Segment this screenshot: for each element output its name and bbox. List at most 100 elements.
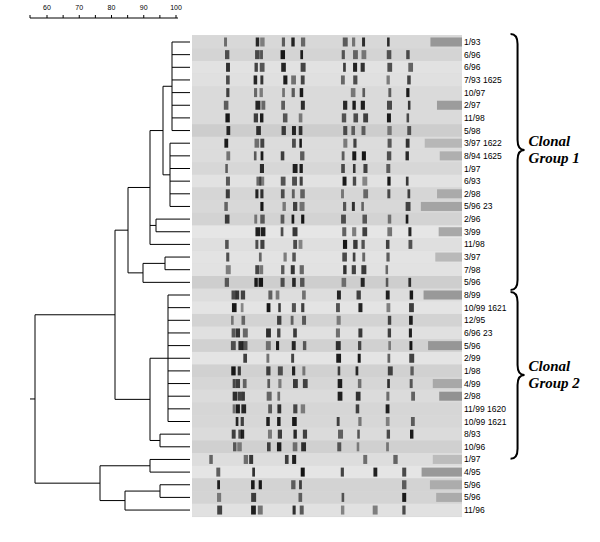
gel-band (336, 341, 341, 350)
gel-band (356, 392, 361, 401)
gel-band (224, 139, 228, 148)
dendrogram-branch (143, 282, 190, 283)
dendrogram-branch (156, 219, 190, 220)
gel-band (299, 113, 303, 122)
gel-band (393, 455, 397, 464)
gel-band (300, 202, 305, 211)
dendrogram-branch (150, 244, 190, 245)
gel-lane (192, 162, 462, 175)
gel-band (255, 101, 260, 110)
dendrogram-branch (172, 54, 190, 55)
gel-band (301, 303, 304, 312)
gel-band (338, 366, 341, 375)
gel-band (226, 88, 229, 97)
dendrogram-branch (172, 105, 190, 106)
gel-band (341, 506, 344, 515)
gel-band (261, 101, 265, 110)
gel-band (343, 240, 347, 249)
gel-band (300, 278, 304, 287)
gel-band (261, 151, 264, 160)
gel-band (358, 303, 362, 312)
gel-band (292, 278, 296, 287)
gel-band (353, 50, 358, 59)
dendrogram-branch (35, 483, 100, 484)
gel-band (357, 442, 360, 451)
gel-band (254, 75, 258, 84)
gel-band (268, 430, 272, 439)
dendrogram-branch (168, 320, 190, 321)
gel-smear (439, 392, 462, 401)
gel-band (266, 417, 269, 426)
gel-lane (192, 48, 462, 61)
gel-band (251, 506, 256, 515)
gel-band (353, 139, 356, 148)
gel-band (337, 442, 341, 451)
gel-band (301, 38, 305, 47)
dendrogram-branch (156, 231, 190, 232)
gel-band (291, 75, 296, 84)
gel-band (251, 480, 255, 489)
gel-band (386, 240, 390, 249)
gel-band (337, 291, 341, 300)
gel-band (259, 177, 264, 186)
dendrogram-branch (125, 510, 190, 511)
gel-image (192, 35, 462, 517)
dendrogram-branch (170, 155, 190, 156)
gel-band (255, 189, 258, 198)
gel-band (281, 50, 285, 59)
gel-band (267, 379, 270, 388)
gel-band (292, 139, 296, 148)
gel-band (343, 265, 346, 274)
similarity-scale (30, 15, 178, 18)
gel-band (225, 215, 230, 224)
gel-band (281, 63, 286, 72)
gel-band (282, 126, 286, 135)
gel-band (259, 253, 262, 262)
gel-band (363, 455, 367, 464)
gel-band (232, 303, 237, 312)
gel-band (236, 404, 240, 413)
gel-band (361, 101, 365, 110)
gel-lane (192, 187, 462, 200)
gel-band (363, 113, 368, 122)
gel-band (242, 392, 245, 401)
gel-band (291, 38, 294, 47)
gel-lane (192, 504, 462, 517)
gel-band (406, 202, 411, 211)
gel-band (386, 417, 390, 426)
dendrogram-branch (168, 370, 190, 371)
gel-band (373, 468, 377, 477)
gel-band (387, 303, 391, 312)
gel-band (406, 151, 409, 160)
gel-band (293, 404, 297, 413)
gel-band (300, 151, 304, 160)
gel-band (278, 379, 281, 388)
gel-band (386, 278, 389, 287)
gel-band (236, 379, 240, 388)
scale-tick (176, 15, 177, 18)
gel-band (233, 392, 238, 401)
gel-smear (424, 291, 462, 300)
gel-band (388, 366, 393, 375)
gel-band (387, 126, 391, 135)
group-label: Clonal Group 2 (529, 358, 593, 392)
scale-tick (127, 15, 128, 18)
gel-smear (425, 139, 462, 148)
gel-band (261, 227, 266, 236)
gel-band (267, 442, 271, 451)
lane-label: 2/99 (464, 353, 481, 363)
gel-band (358, 417, 361, 426)
gel-band (293, 202, 297, 211)
gel-band (387, 75, 390, 84)
gel-band (281, 265, 284, 274)
gel-band (361, 202, 364, 211)
gel-band (260, 113, 263, 122)
gel-lane (192, 263, 462, 276)
gel-band (225, 240, 229, 249)
gel-band (281, 227, 284, 236)
gel-band (343, 63, 346, 72)
gel-band (209, 455, 213, 464)
gel-lane (192, 491, 462, 504)
gel-band (388, 215, 391, 224)
gel-band (260, 215, 264, 224)
